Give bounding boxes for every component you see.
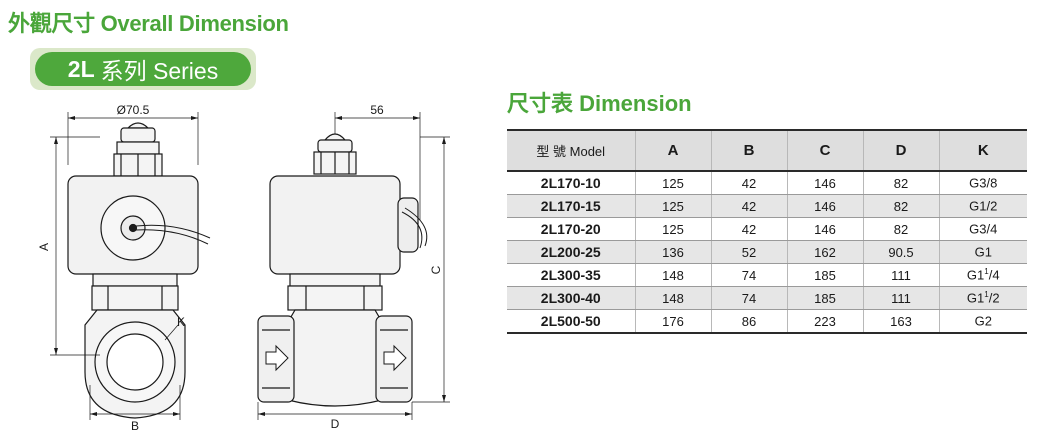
series-text: 系列 Series [100, 58, 219, 84]
cell-b: 52 [710, 240, 788, 264]
cell-b: 42 [710, 217, 788, 241]
table-row: 2L200-25 136 52 162 90.5 G1 [507, 240, 1027, 264]
cell-b: 74 [710, 286, 788, 310]
header-a: A [634, 129, 712, 172]
cell-model: 2L200-25 [507, 240, 636, 264]
label-width-56: 56 [370, 103, 384, 117]
table-row: 2L170-10 125 42 146 82 G3/8 [507, 171, 1027, 195]
dimension-labels: Ø70.5 56 A B C D K [37, 103, 443, 430]
cell-b: 42 [710, 194, 788, 218]
cell-c: 185 [786, 286, 864, 310]
cell-c: 223 [786, 309, 864, 334]
cell-b: 74 [710, 263, 788, 287]
cell-k: G11/2 [938, 286, 1027, 310]
cell-d: 111 [862, 286, 940, 310]
cell-k: G3/4 [938, 217, 1027, 241]
cell-a: 125 [634, 194, 712, 218]
table-row: 2L170-20 125 42 146 82 G3/4 [507, 217, 1027, 241]
cell-c: 185 [786, 263, 864, 287]
cell-model: 2L170-20 [507, 217, 636, 241]
page-title: 外觀尺寸 Overall Dimension [8, 11, 289, 36]
cell-k: G1/2 [938, 194, 1027, 218]
header-k: K [938, 129, 1027, 172]
series-badge: 2L 系列 Series [30, 48, 256, 90]
cell-a: 125 [634, 217, 712, 241]
cell-b: 42 [710, 171, 788, 195]
label-k: K [177, 315, 185, 329]
valve-dimension-drawing: Ø70.5 56 A B C D K [37, 103, 450, 430]
table-row: 2L500-50 176 86 223 163 G2 [507, 309, 1027, 334]
series-code: 2L [67, 55, 95, 82]
cell-a: 176 [634, 309, 712, 334]
table-header-row: 型 號 Model A B C D K [507, 129, 1027, 172]
cell-d: 82 [862, 217, 940, 241]
label-d: D [331, 417, 340, 430]
table-row: 2L300-35 148 74 185 111 G11/4 [507, 263, 1027, 287]
cell-d: 90.5 [862, 240, 940, 264]
label-diameter: Ø70.5 [117, 103, 150, 117]
cell-a: 148 [634, 286, 712, 310]
cell-model: 2L170-15 [507, 194, 636, 218]
table-title: 尺寸表 Dimension [507, 91, 692, 116]
header-d: D [862, 129, 940, 172]
label-a: A [37, 243, 51, 251]
header-c: C [786, 129, 864, 172]
cell-k: G11/4 [938, 263, 1027, 287]
cell-d: 163 [862, 309, 940, 334]
front-view [50, 112, 211, 420]
label-b: B [131, 419, 139, 430]
cell-d: 82 [862, 171, 940, 195]
dimension-table: 型 號 Model A B C D K 2L170-10 125 42 146 … [507, 129, 1027, 334]
cell-c: 146 [786, 171, 864, 195]
cell-model: 2L300-35 [507, 263, 636, 287]
cell-a: 136 [634, 240, 712, 264]
cell-model: 2L300-40 [507, 286, 636, 310]
cell-c: 146 [786, 194, 864, 218]
side-view [257, 112, 450, 420]
series-badge-label: 2L 系列 Series [35, 52, 251, 86]
cell-d: 82 [862, 194, 940, 218]
header-b: B [710, 129, 788, 172]
cell-c: 146 [786, 217, 864, 241]
cell-a: 125 [634, 171, 712, 195]
cell-a: 148 [634, 263, 712, 287]
cell-c: 162 [786, 240, 864, 264]
cell-d: 111 [862, 263, 940, 287]
cell-model: 2L500-50 [507, 309, 636, 334]
cell-k: G2 [938, 309, 1027, 334]
table-row: 2L300-40 148 74 185 111 G11/2 [507, 286, 1027, 310]
label-c: C [429, 265, 443, 274]
cell-k: G1 [938, 240, 1027, 264]
cell-model: 2L170-10 [507, 171, 636, 195]
cell-b: 86 [710, 309, 788, 334]
cell-k: G3/8 [938, 171, 1027, 195]
header-model: 型 號 Model [507, 129, 636, 172]
table-row: 2L170-15 125 42 146 82 G1/2 [507, 194, 1027, 218]
